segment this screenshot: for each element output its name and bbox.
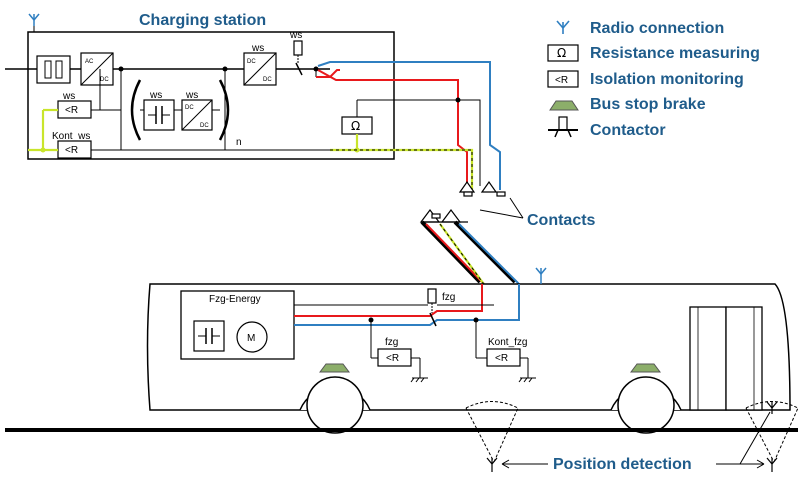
station-wiring (316, 61, 501, 190)
position-detection-label: Position detection (553, 456, 692, 473)
bus-stop-brake-front (319, 363, 350, 373)
dc-dc-converter: DC DC (243, 52, 277, 86)
dc-dc-converter-inner: DC DC (181, 99, 213, 131)
fzg-contactor-label: fzg (442, 292, 455, 303)
resistance-meter: Ω (341, 116, 373, 135)
svg-text:<R: <R (495, 353, 508, 364)
svg-text:n: n (236, 137, 242, 148)
storage-icon (143, 99, 175, 131)
legend-label-isolation: Isolation monitoring (590, 71, 744, 88)
legend: Radio connection Ω Resistance measuring … (547, 20, 760, 139)
svg-text:DC: DC (185, 105, 194, 111)
ws-label-storage: ws (149, 90, 162, 101)
kont-fzg-label: Kont_fzg (488, 337, 527, 348)
front-wheel (299, 376, 371, 434)
bus-door-left (689, 306, 727, 411)
bus-antenna-icon (535, 267, 547, 284)
svg-text:DC: DC (247, 59, 256, 65)
station-contacts (458, 180, 506, 197)
radio-connection-icon (556, 20, 570, 34)
kont-ws-isolation-monitor: <R (57, 140, 92, 159)
pantograph-contacts (419, 209, 468, 223)
transformer-icon (36, 55, 71, 84)
svg-text:DC: DC (200, 123, 209, 129)
vehicle-contactor-icon (427, 288, 437, 327)
vehicle-isolation-monitor: <R (377, 348, 412, 367)
station-contactor-icon (293, 40, 303, 76)
svg-text:<R: <R (386, 353, 399, 364)
legend-label-radio: Radio connection (590, 20, 724, 37)
bus: Fzg-Energy M fzg fzg (146, 267, 791, 434)
legend-label-resistance: Resistance measuring (590, 45, 760, 62)
ws-label-isolation: ws (62, 91, 75, 102)
position-detection-right (745, 401, 799, 472)
contacts-label: Contacts (527, 212, 596, 229)
contactor-icon (548, 116, 578, 138)
legend-label-brake: Bus stop brake (590, 96, 706, 113)
svg-text:M: M (247, 333, 255, 344)
ws-label-dcdc-inner: ws (185, 90, 198, 101)
station-antenna-icon (28, 13, 40, 26)
legend-label-contactor: Contactor (590, 122, 666, 139)
position-detection-left (465, 401, 519, 472)
svg-text:<R: <R (65, 145, 78, 156)
svg-text:DC: DC (263, 77, 272, 83)
isolation-monitoring-icon: <R (547, 70, 579, 88)
kont-ws-label: Kont_ws (52, 131, 90, 142)
svg-text:<R: <R (555, 75, 568, 86)
motor-icon: M (236, 321, 268, 353)
station-isolation-monitor: <R (57, 100, 92, 119)
bus-wiring (294, 284, 520, 326)
rear-wheel (610, 376, 682, 434)
charging-station-box (27, 31, 395, 160)
svg-text:Ω: Ω (351, 119, 360, 133)
svg-text:<R: <R (65, 105, 78, 116)
ws-label-contactor: ws (289, 30, 302, 41)
ws-label-dcdc: ws (251, 43, 264, 54)
vehicle-storage-icon (193, 320, 225, 352)
ac-dc-converter: AC DC (80, 52, 114, 86)
fzg-isolation-label: fzg (385, 337, 398, 348)
pantograph (420, 220, 520, 299)
charging-station-title: Charging station (139, 12, 266, 29)
fzg-energy-label: Fzg-Energy (209, 294, 261, 305)
svg-text:Ω: Ω (557, 46, 566, 60)
resistance-measuring-icon: Ω (547, 44, 579, 62)
bus-stop-brake-icon (549, 100, 579, 111)
bus-stop-brake-rear (630, 363, 661, 373)
svg-text:DC: DC (100, 77, 109, 83)
charging-station: Charging station AC DC n ws (5, 12, 395, 160)
bus-door-right (725, 306, 763, 411)
svg-text:AC: AC (85, 59, 94, 65)
kont-fzg-isolation-monitor: <R (486, 348, 521, 367)
